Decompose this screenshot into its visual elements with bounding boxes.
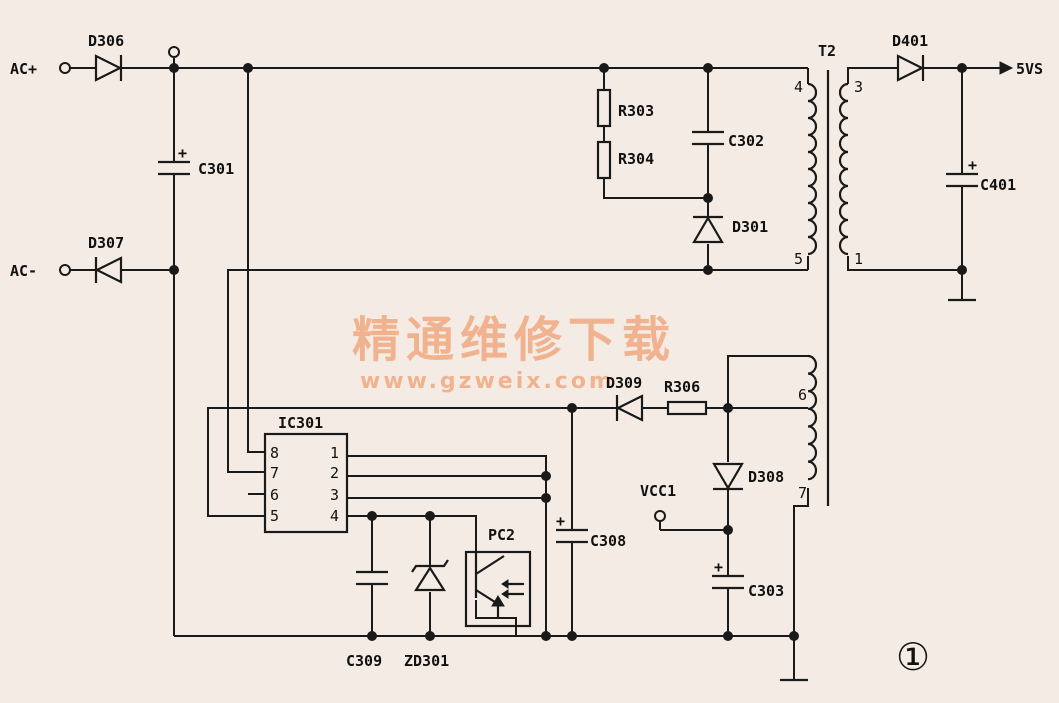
c303-label: C303 [748, 582, 784, 600]
ic301: IC301 8 7 6 5 1 2 3 4 [263, 414, 349, 534]
ic-pin-2: 2 [330, 464, 339, 482]
capacitor-c301: + C301 [158, 144, 234, 178]
resistor-r303: R303 [596, 88, 654, 128]
ac-plus-terminal [59, 62, 71, 74]
diode-d308: D308 [712, 462, 784, 491]
junction [367, 631, 377, 641]
resistor-r306: R306 [664, 378, 708, 416]
ic301-label: IC301 [278, 414, 323, 432]
watermark: 精通维修下载 www.gzweix.com [352, 312, 676, 394]
ic-pin-5: 5 [270, 507, 279, 525]
figure-number: ① [896, 635, 930, 679]
junction [703, 265, 713, 275]
d309-label: D309 [606, 374, 642, 392]
watermark-url: www.gzweix.com [360, 369, 615, 394]
junction [567, 631, 577, 641]
vcc1-terminal [654, 510, 666, 522]
junction [425, 631, 435, 641]
c303-polarity: + [714, 558, 723, 576]
junction [541, 493, 551, 503]
c301-polarity: + [178, 144, 187, 162]
d307-label: D307 [88, 234, 124, 252]
terminals: AC+ AC- 5VS VCC1 [10, 46, 1043, 530]
junction [169, 265, 179, 275]
junction [169, 63, 179, 73]
transformer-t2: T2 4 5 3 1 6 7 [794, 42, 863, 506]
junction [541, 631, 551, 641]
ic-pin-6: 6 [270, 486, 279, 504]
test-point [168, 46, 180, 58]
optocoupler-pc2: PC2 [464, 526, 532, 628]
ic-pin-1: 1 [330, 444, 339, 462]
junction [567, 403, 577, 413]
diode-d309: D309 [606, 374, 644, 422]
output-arrow-icon [999, 61, 1014, 75]
c308-label: C308 [590, 532, 626, 550]
ground-symbols [780, 298, 976, 682]
c302-label: C302 [728, 132, 764, 150]
junction [957, 265, 967, 275]
diode-d306: D306 [88, 32, 124, 82]
ac-minus-terminal [59, 264, 71, 276]
junction [541, 471, 551, 481]
ic-pin-3: 3 [330, 486, 339, 504]
zener-zd301: ZD301 [404, 559, 449, 670]
diode-d307: D307 [88, 234, 124, 284]
c309-label: C309 [346, 652, 382, 670]
vcc1-label: VCC1 [640, 482, 676, 500]
junction [723, 403, 733, 413]
zd301-label: ZD301 [404, 652, 449, 670]
r303-label: R303 [618, 102, 654, 120]
c308-polarity: + [556, 512, 565, 530]
diode-d301: D301 [692, 215, 768, 244]
junction [599, 63, 609, 73]
t2-pin-7: 7 [798, 484, 807, 502]
junction [425, 511, 435, 521]
output-5vs-label: 5VS [1016, 60, 1043, 78]
r304-label: R304 [618, 150, 654, 168]
d301-label: D301 [732, 218, 768, 236]
ic-pin-4: 4 [330, 507, 339, 525]
capacitor-c309: C309 [346, 570, 388, 670]
junction [789, 631, 799, 641]
ic-pin-8: 8 [270, 444, 279, 462]
wires [70, 58, 1000, 680]
ac-minus-label: AC- [10, 262, 37, 280]
ac-plus-label: AC+ [10, 60, 37, 78]
r306-label: R306 [664, 378, 700, 396]
c401-polarity: + [968, 156, 977, 174]
junction [957, 63, 967, 73]
pc2-label: PC2 [488, 526, 515, 544]
t2-label: T2 [818, 42, 836, 60]
t2-pin-6: 6 [798, 386, 807, 404]
resistor-r304: R304 [596, 140, 654, 180]
diode-d401: D401 [892, 32, 928, 82]
junction [703, 63, 713, 73]
junctions [169, 63, 967, 641]
t2-pin-3: 3 [854, 78, 863, 96]
junction [367, 511, 377, 521]
watermark-title: 精通维修下载 [352, 312, 676, 368]
t2-pin-1: 1 [854, 250, 863, 268]
c301-label: C301 [198, 160, 234, 178]
t2-pin-4: 4 [794, 78, 803, 96]
capacitor-c401: + C401 [946, 156, 1016, 194]
junction [723, 525, 733, 535]
capacitor-c302: C302 [692, 130, 764, 150]
d308-label: D308 [748, 468, 784, 486]
junction [723, 631, 733, 641]
c401-label: C401 [980, 176, 1016, 194]
ic-pin-7: 7 [270, 464, 279, 482]
junction [243, 63, 253, 73]
junction [703, 193, 713, 203]
capacitor-c303: + C303 [712, 558, 784, 600]
capacitor-c308: + C308 [556, 512, 626, 550]
t2-pin-5: 5 [794, 250, 803, 268]
d306-label: D306 [88, 32, 124, 50]
d401-label: D401 [892, 32, 928, 50]
